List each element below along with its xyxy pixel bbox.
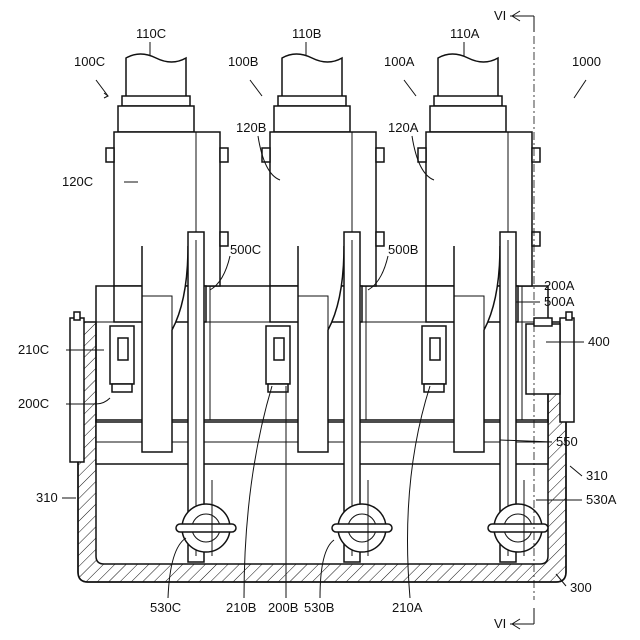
pivot-pin <box>488 524 548 532</box>
label-wall-left: 310 <box>36 490 58 505</box>
body-stud <box>106 148 114 162</box>
label-bracket-a: 200A <box>544 278 575 293</box>
label-rod-a: 500A <box>544 294 575 309</box>
shaft-base <box>118 106 194 132</box>
section-marker-bottom <box>510 608 534 629</box>
label-wall-right: 310 <box>586 468 608 483</box>
body-stud <box>532 232 540 246</box>
pivot-pin <box>176 524 236 532</box>
label-shaft-c: 110C <box>136 26 166 41</box>
sensor-window <box>118 338 128 360</box>
label-sensor-a: 210A <box>392 600 423 615</box>
breaker-unit-a <box>418 54 548 562</box>
label-section-bottom: VI <box>494 616 506 631</box>
sensor-window <box>274 338 284 360</box>
label-bracket-b: 200B <box>268 600 298 615</box>
body-stud <box>220 232 228 246</box>
sensor-window <box>430 338 440 360</box>
label-body-a: 120A <box>388 120 419 135</box>
bracket-c <box>112 384 132 392</box>
bracket-a <box>424 384 444 392</box>
label-unit-c: 100C <box>74 54 105 69</box>
label-sensor-b: 210B <box>226 600 256 615</box>
body-stud <box>262 148 270 162</box>
shaft-b <box>282 54 342 96</box>
label-assembly: 1000 <box>572 54 601 69</box>
label-rod-b: 500B <box>388 242 418 257</box>
breaker-unit-c <box>106 54 236 562</box>
label-unit-a: 100A <box>384 54 415 69</box>
right-side-plate <box>560 312 574 422</box>
label-housing: 300 <box>570 580 592 595</box>
body-stud <box>376 148 384 162</box>
body-stud <box>376 232 384 246</box>
label-shaft-a: 110A <box>450 26 480 41</box>
shaft-base <box>274 106 350 132</box>
shaft-c <box>126 54 186 96</box>
label-unit-b: 100B <box>228 54 258 69</box>
label-pivot-c: 530C <box>150 600 181 615</box>
label-part-400: 400 <box>588 334 610 349</box>
label-pivot-a: 530A <box>586 492 617 507</box>
shaft-collar <box>434 96 502 106</box>
pivot-pin <box>332 524 392 532</box>
body-stud <box>220 148 228 162</box>
label-plate-550: 550 <box>556 434 578 449</box>
label-bracket-c: 200C <box>18 396 49 411</box>
shaft-collar <box>122 96 190 106</box>
label-section-top: VI <box>494 8 506 23</box>
shaft-base <box>430 106 506 132</box>
label-pivot-b: 530B <box>304 600 334 615</box>
label-shaft-b: 110B <box>292 26 321 41</box>
body-stud <box>532 148 540 162</box>
shaft-collar <box>278 96 346 106</box>
label-rod-c: 500C <box>230 242 261 257</box>
label-body-b: 120B <box>236 120 266 135</box>
body-stud <box>418 148 426 162</box>
breaker-unit-b <box>262 54 392 562</box>
shaft-a <box>438 54 498 96</box>
label-sensor-c: 210C <box>18 342 49 357</box>
part-400 <box>526 318 560 394</box>
label-body-c: 120C <box>62 174 93 189</box>
left-side-plate <box>70 312 84 462</box>
